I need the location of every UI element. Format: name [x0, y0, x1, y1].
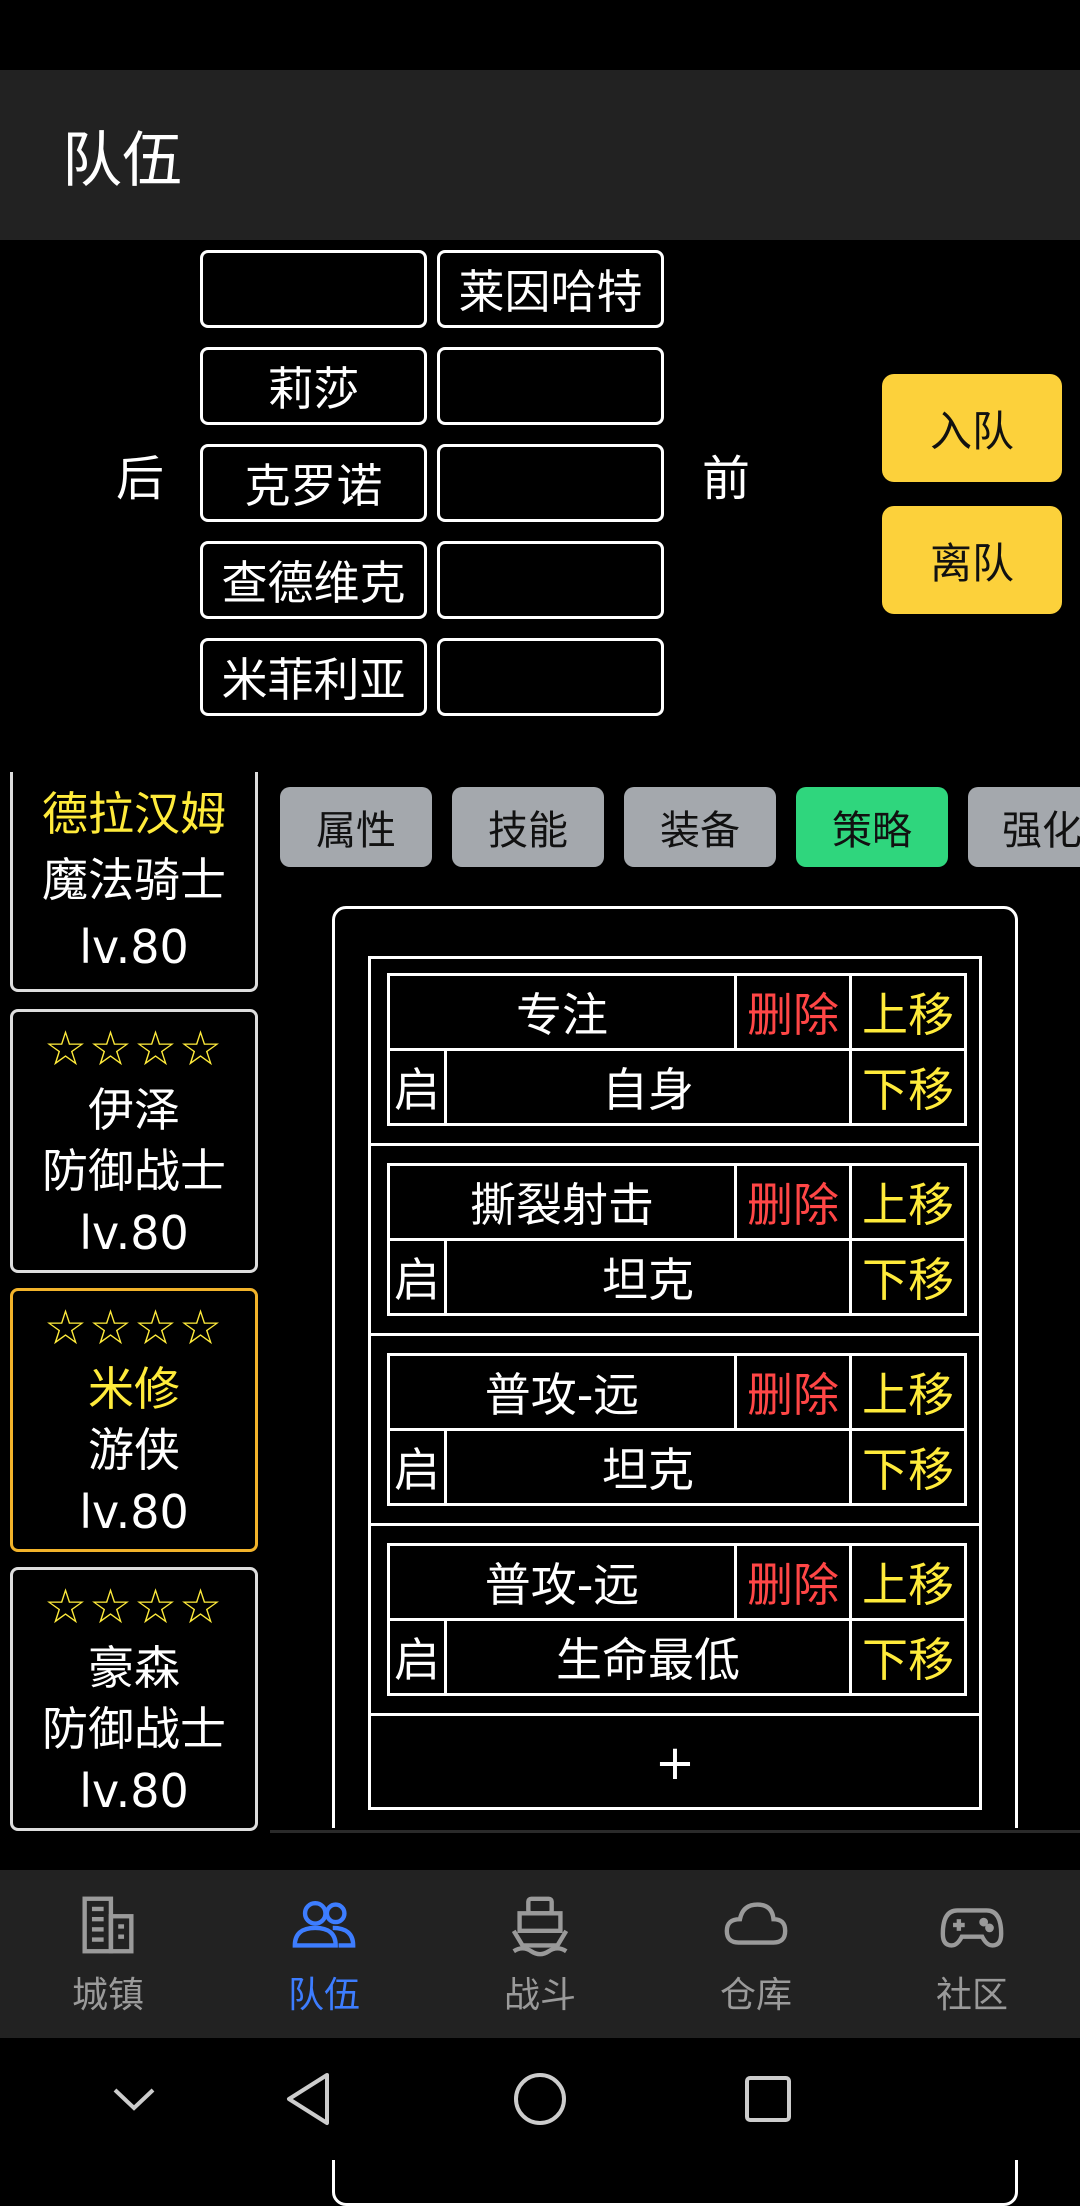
strategy-list: 专注 删除 上移 启 自身 下移 撕裂射击 删除 上移 启 坦克 下移 普攻-远…	[368, 956, 982, 1810]
tab-strategy[interactable]: 策略	[796, 787, 948, 867]
tab-attributes[interactable]: 属性	[280, 787, 432, 867]
add-rule-button[interactable]: +	[654, 1735, 696, 1791]
recents-icon[interactable]	[708, 2038, 828, 2160]
tab-enhance[interactable]: 强化	[968, 787, 1080, 867]
formation-slot-front-4[interactable]	[437, 541, 664, 619]
ship-icon	[511, 1896, 569, 1957]
nav-label: 城镇	[71, 1975, 144, 2016]
move-up-button[interactable]: 上移	[849, 1163, 967, 1241]
move-down-button[interactable]: 下移	[849, 1048, 967, 1126]
formation-slot-back-2[interactable]: 莉莎	[200, 347, 427, 425]
nav-item-warehouse[interactable]: 仓库	[648, 1870, 864, 2038]
character-class: 魔法骑士	[42, 853, 226, 908]
nav-item-community[interactable]: 社区	[864, 1870, 1080, 2038]
formation-slot-front-1[interactable]: 莱因哈特	[437, 250, 664, 328]
nav-label: 仓库	[719, 1975, 792, 2016]
character-level: lv.80	[79, 919, 189, 974]
character-name: 米修	[88, 1362, 180, 1417]
home-icon[interactable]	[480, 2038, 600, 2160]
star-rating: ☆☆☆☆	[43, 1579, 225, 1636]
formation-slot-back-4[interactable]: 查德维克	[200, 541, 427, 619]
system-nav-bar	[0, 2038, 1080, 2160]
nav-label: 社区	[935, 1975, 1008, 2016]
nav-item-town[interactable]: 城镇	[0, 1870, 216, 2038]
delete-button[interactable]: 删除	[734, 973, 852, 1051]
tab-equipment[interactable]: 装备	[624, 787, 776, 867]
formation-slot-back-5[interactable]: 米菲利亚	[200, 638, 427, 716]
character-name: 伊泽	[88, 1083, 180, 1138]
panel-clip	[270, 1828, 1080, 1870]
back-row-label: 后	[115, 451, 164, 507]
rule-target[interactable]: 生命最低	[444, 1618, 852, 1696]
move-up-button[interactable]: 上移	[849, 973, 967, 1051]
character-name: 德拉汉姆	[42, 787, 226, 842]
chevron-down-icon[interactable]	[74, 2038, 194, 2160]
panel-divider	[270, 1830, 1080, 1833]
move-up-button[interactable]: 上移	[849, 1353, 967, 1431]
character-class: 防御战士	[42, 1702, 226, 1757]
formation-slot-front-3[interactable]	[437, 444, 664, 522]
people-icon	[292, 1900, 356, 1948]
back-icon[interactable]	[248, 2038, 368, 2160]
nav-item-battle[interactable]: 战斗	[432, 1870, 648, 2038]
star-rating: ☆☆☆☆	[43, 1300, 225, 1357]
enable-toggle[interactable]: 启	[387, 1238, 447, 1316]
formation-slot-back-3[interactable]: 克罗诺	[200, 444, 427, 522]
gamepad-icon	[940, 1908, 1004, 1948]
character-class: 防御战士	[42, 1144, 226, 1199]
enable-toggle[interactable]: 启	[387, 1618, 447, 1696]
strategy-rule-4: 普攻-远 删除 上移 启 生命最低 下移	[371, 1529, 979, 1716]
strategy-rule-2: 撕裂射击 删除 上移 启 坦克 下移	[371, 1149, 979, 1336]
delete-button[interactable]: 删除	[734, 1163, 852, 1241]
delete-button[interactable]: 删除	[734, 1353, 852, 1431]
delete-button[interactable]: 删除	[734, 1543, 852, 1621]
front-row-label: 前	[701, 451, 750, 507]
formation-slot-front-5[interactable]	[437, 638, 664, 716]
character-card-3-selected[interactable]: ☆☆☆☆ 米修 游侠 lv.80	[10, 1288, 258, 1552]
cloud-icon	[724, 1902, 788, 1945]
character-card-1[interactable]: 德拉汉姆 魔法骑士 lv.80	[10, 772, 258, 992]
formation-slot-back-1[interactable]	[200, 250, 427, 328]
enable-toggle[interactable]: 启	[387, 1428, 447, 1506]
character-class: 游侠	[88, 1423, 180, 1478]
nav-item-party[interactable]: 队伍	[216, 1870, 432, 2038]
character-card-2[interactable]: ☆☆☆☆ 伊泽 防御战士 lv.80	[10, 1009, 258, 1273]
character-level: lv.80	[79, 1484, 189, 1539]
character-card-4[interactable]: ☆☆☆☆ 豪森 防御战士 lv.80	[10, 1567, 258, 1831]
move-down-button[interactable]: 下移	[849, 1618, 967, 1696]
rule-target[interactable]: 坦克	[444, 1238, 852, 1316]
rule-skill[interactable]: 普攻-远	[387, 1543, 737, 1621]
character-level: lv.80	[79, 1763, 189, 1818]
formation-slot-front-2[interactable]	[437, 347, 664, 425]
join-party-button[interactable]: 入队	[882, 374, 1062, 482]
rule-target[interactable]: 自身	[444, 1048, 852, 1126]
rule-skill[interactable]: 撕裂射击	[387, 1163, 737, 1241]
page-title: 队伍	[62, 125, 182, 196]
building-icon	[82, 1896, 134, 1954]
nav-label: 战斗	[503, 1975, 576, 2016]
move-up-button[interactable]: 上移	[849, 1543, 967, 1621]
rule-skill[interactable]: 普攻-远	[387, 1353, 737, 1431]
status-bar	[0, 0, 1080, 70]
move-down-button[interactable]: 下移	[849, 1428, 967, 1506]
app-header: 队伍	[0, 70, 1080, 240]
character-level: lv.80	[79, 1205, 189, 1260]
bottom-nav: 城镇 队伍 战斗 仓库 社区	[0, 1870, 1080, 2038]
leave-party-button[interactable]: 离队	[882, 506, 1062, 614]
strategy-rule-1: 专注 删除 上移 启 自身 下移	[371, 959, 979, 1146]
character-name: 豪森	[88, 1641, 180, 1696]
rule-target[interactable]: 坦克	[444, 1428, 852, 1506]
enable-toggle[interactable]: 启	[387, 1048, 447, 1126]
star-rating: ☆☆☆☆	[43, 1021, 225, 1078]
tab-skills[interactable]: 技能	[452, 787, 604, 867]
strategy-rule-3: 普攻-远 删除 上移 启 坦克 下移	[371, 1339, 979, 1526]
nav-label: 队伍	[287, 1975, 360, 2016]
rule-skill[interactable]: 专注	[387, 973, 737, 1051]
move-down-button[interactable]: 下移	[849, 1238, 967, 1316]
